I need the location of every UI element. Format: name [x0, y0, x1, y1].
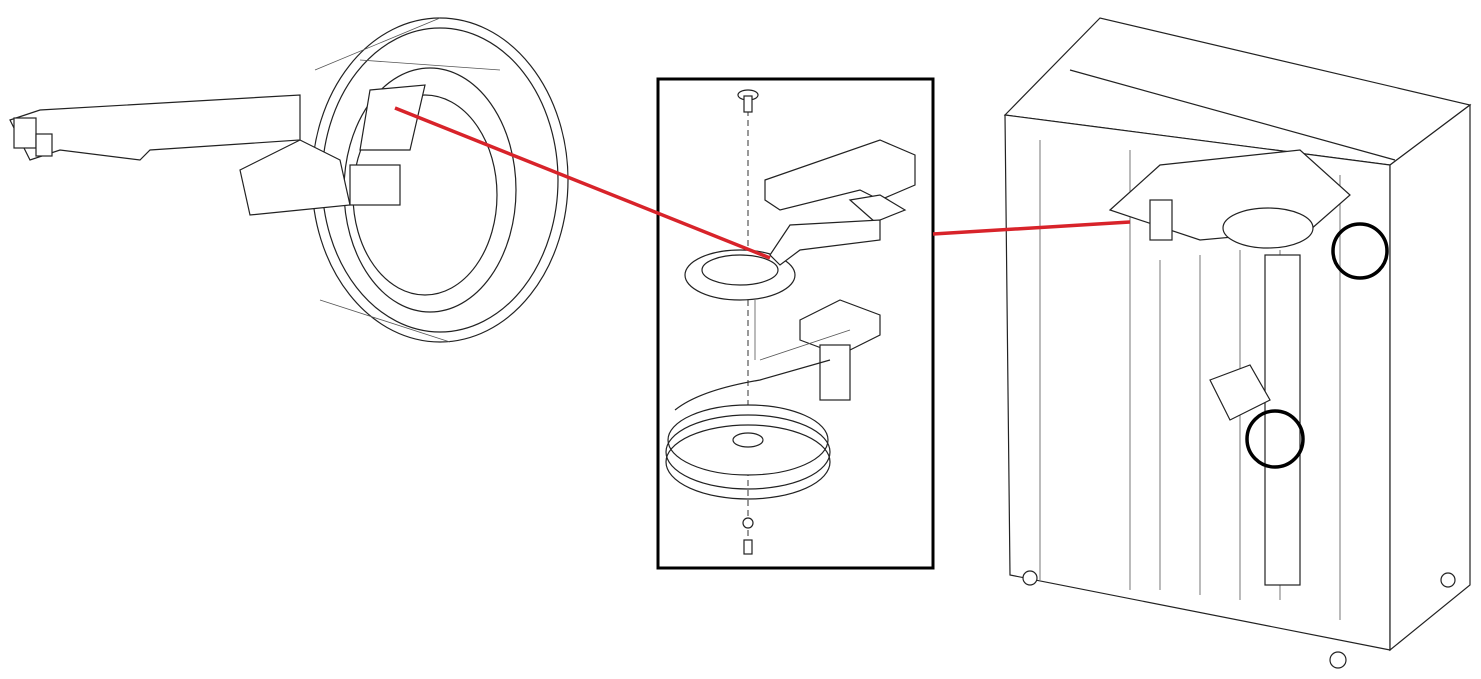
cabinet-assembly	[1003, 17, 1472, 669]
flat-cable-reel	[9, 17, 569, 343]
exploded-view-panel	[656, 77, 935, 570]
highlight-circle-top	[1331, 222, 1389, 280]
connector-line-left	[394, 106, 771, 260]
highlight-circle-middle	[1245, 409, 1305, 469]
connector-line-right	[932, 220, 1131, 236]
